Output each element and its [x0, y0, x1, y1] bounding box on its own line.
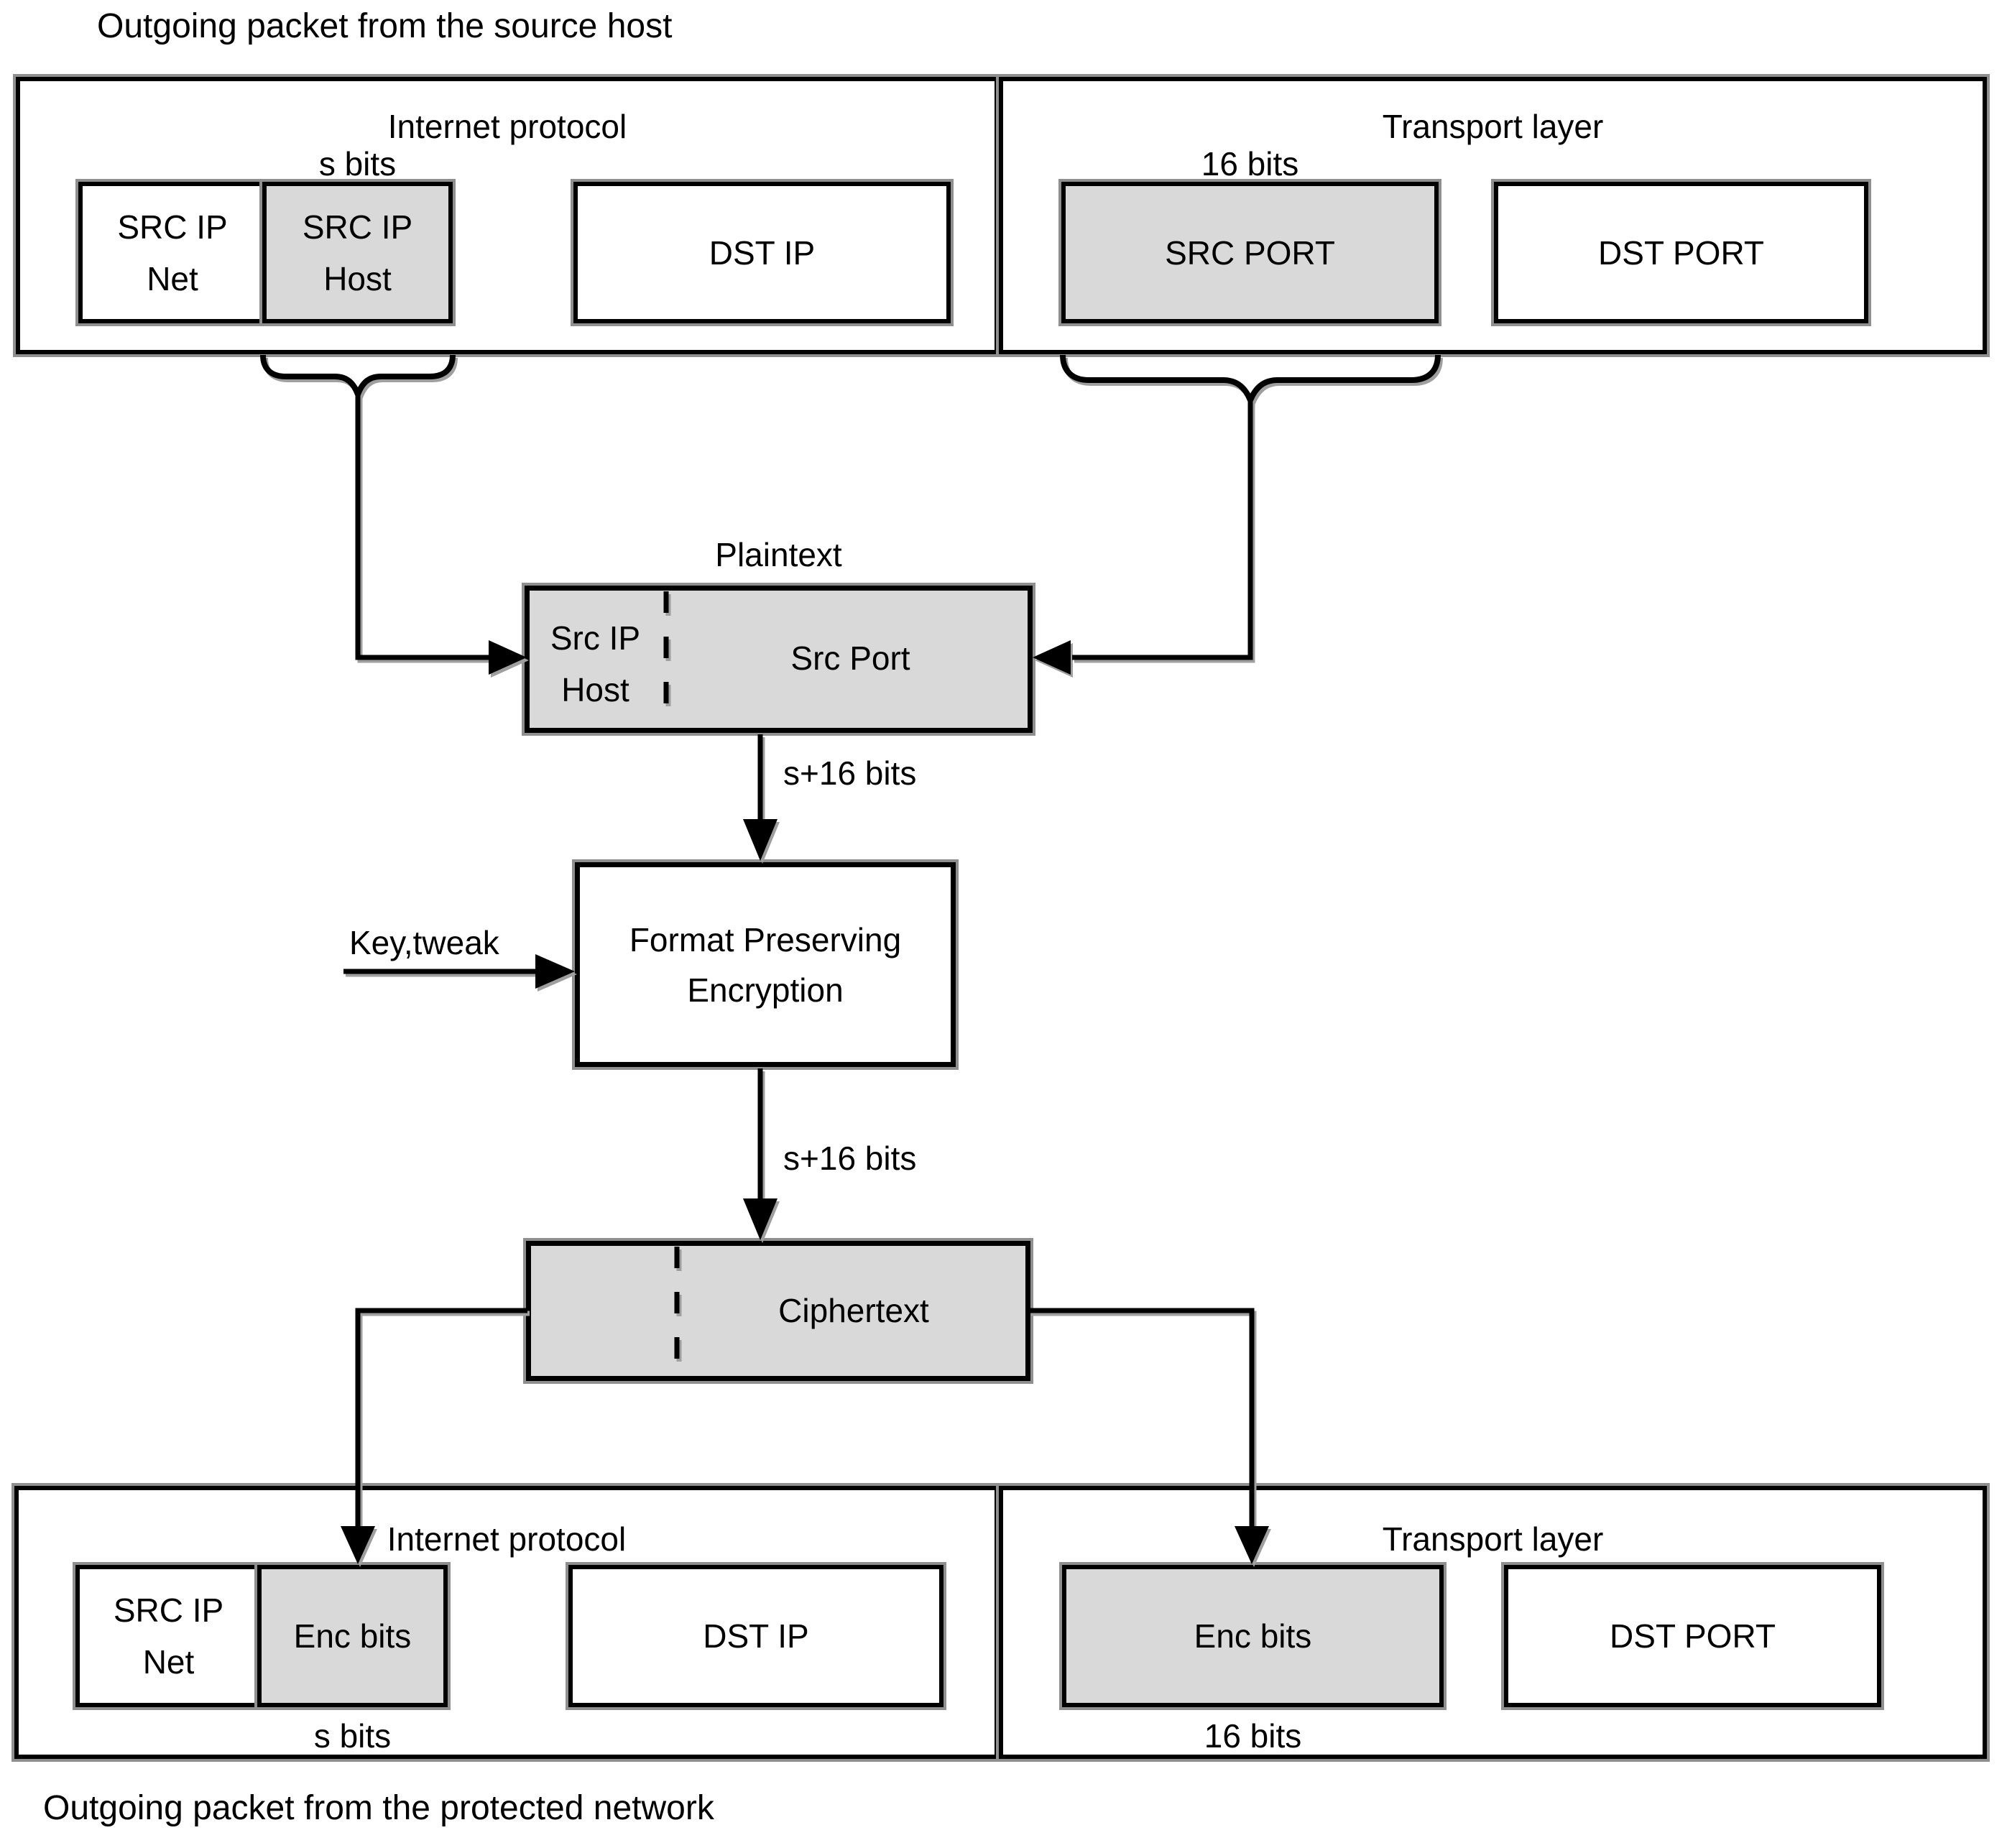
arrowhead-key-into-fpe: [535, 954, 575, 989]
plaintext-src-ip-line: Src IP: [550, 619, 641, 657]
arrowhead-into-plaintext-right: [1033, 640, 1071, 675]
src-ip-net-bottom-line1: SRC IP: [113, 1591, 224, 1629]
title-protected-network: Outgoing packet from the protected netwo…: [43, 1789, 714, 1827]
src-ip-host-line1: SRC IP: [302, 208, 413, 246]
arrow-line-port-to-plaintext: [1072, 400, 1253, 660]
brace-under-src-ip-host: [260, 354, 456, 403]
plaintext-host-line: Host: [561, 671, 629, 708]
dst-ip-bottom-label: DST IP: [703, 1617, 809, 1655]
plaintext-box: [525, 586, 1033, 733]
field-dst-ip-top: DST IP: [573, 182, 951, 323]
src-ip-net-line2: Net: [147, 259, 198, 297]
ciphertext-label: Ciphertext: [778, 1292, 929, 1329]
arrow-line-host-to-plaintext: [355, 394, 490, 660]
field-enc-bits-ip: Enc bits: [257, 1565, 448, 1707]
s16-bits-label-2: s+16 bits: [783, 1140, 917, 1177]
arrowhead-into-ciphertext: [743, 1198, 778, 1240]
16-bits-label-bottom: 16 bits: [1204, 1717, 1302, 1755]
src-ip-host-line2: Host: [323, 259, 392, 297]
source-transport-section-label: Transport layer: [1382, 108, 1604, 145]
dst-port-bottom-label: DST PORT: [1610, 1617, 1776, 1655]
field-dst-port-bottom: DST PORT: [1504, 1565, 1881, 1707]
protected-ip-section-label: Internet protocol: [387, 1520, 627, 1558]
16-bits-label-top: 16 bits: [1201, 145, 1299, 183]
fpe-line1: Format Preserving: [629, 920, 902, 958]
s16-bits-label-1: s+16 bits: [783, 754, 917, 792]
fpe-label: Format Preserving Encryption: [575, 862, 956, 1067]
plaintext-left-cell: Src IP Host: [525, 612, 666, 716]
plaintext-right-cell: Src Port: [790, 639, 910, 677]
src-ip-net-line1: SRC IP: [117, 208, 228, 246]
title-source-host: Outgoing packet from the source host: [97, 7, 673, 45]
s-bits-label-top: s bits: [318, 145, 397, 183]
field-enc-bits-transport: Enc bits: [1062, 1565, 1444, 1707]
enc-bits-transport-label: Enc bits: [1194, 1617, 1312, 1655]
source-ip-section-label: Internet protocol: [387, 108, 627, 145]
fpe-box: [575, 862, 956, 1067]
src-ip-net-bottom-line2: Net: [142, 1643, 195, 1681]
field-src-ip-net-top: SRC IP Net: [78, 182, 267, 323]
dst-ip-top-label: DST IP: [709, 234, 816, 272]
dst-port-top-label: DST PORT: [1598, 234, 1764, 272]
field-src-port: SRC PORT: [1061, 182, 1439, 323]
key-tweak-label: Key,tweak: [349, 924, 499, 961]
protected-transport-section-label: Transport layer: [1382, 1520, 1604, 1558]
arrowhead-into-plaintext-left: [489, 640, 527, 675]
field-dst-port-top: DST PORT: [1494, 182, 1868, 323]
brace-under-src-port: [1060, 354, 1441, 408]
enc-bits-ip-label: Enc bits: [293, 1617, 412, 1655]
arrowhead-into-fpe-top: [743, 819, 778, 861]
field-dst-ip-bottom: DST IP: [568, 1565, 943, 1707]
fpe-line2: Encryption: [687, 971, 844, 1009]
field-src-ip-host: SRC IP Host: [262, 182, 453, 323]
s-bits-label-bottom: s bits: [313, 1717, 392, 1755]
src-port-label: SRC PORT: [1165, 234, 1335, 272]
field-src-ip-net-bottom: SRC IP Net: [75, 1565, 262, 1707]
ciphertext-box: [526, 1241, 1030, 1381]
plaintext-label: Plaintext: [715, 536, 842, 573]
